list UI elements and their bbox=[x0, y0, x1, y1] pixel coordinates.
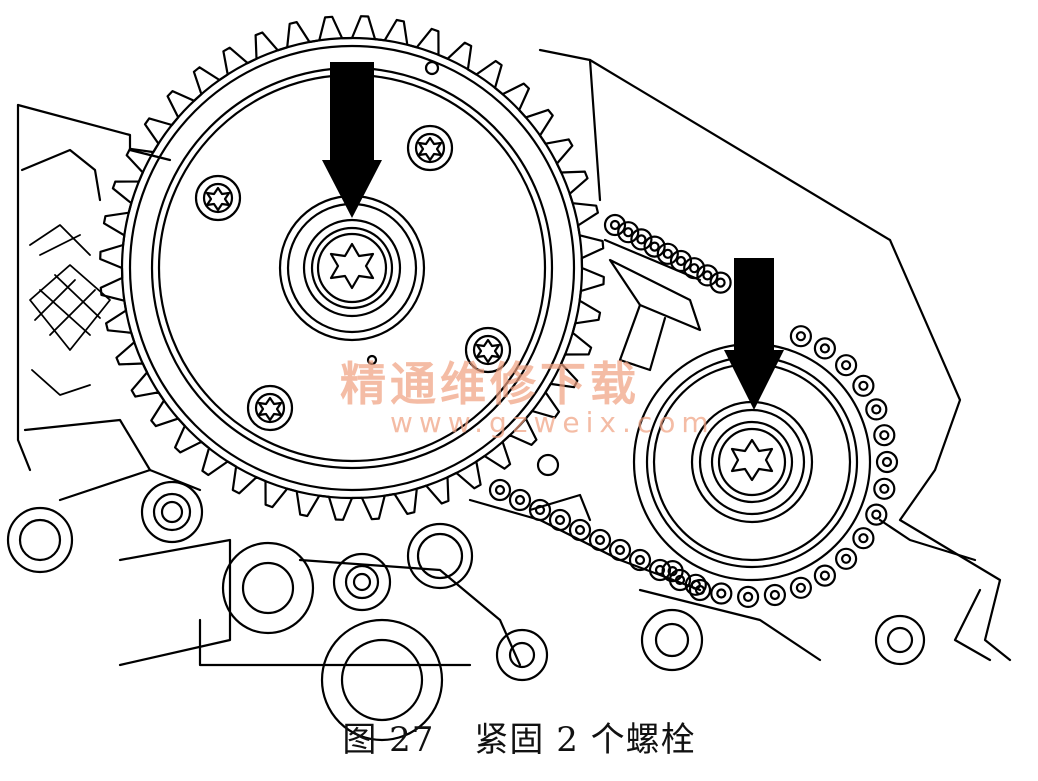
bolt bbox=[194, 174, 242, 222]
chain-pin bbox=[675, 255, 687, 267]
arrow-camshaft-bolt bbox=[322, 62, 382, 218]
chain-link bbox=[875, 450, 899, 474]
chain-pin bbox=[879, 430, 890, 441]
bolt bbox=[246, 384, 294, 432]
chain-link bbox=[865, 398, 888, 421]
lower-components bbox=[6, 453, 926, 742]
chain-link bbox=[668, 568, 692, 592]
chain-pin bbox=[554, 514, 566, 526]
figure-number: 图 27 bbox=[342, 720, 435, 760]
chain-link bbox=[710, 582, 733, 605]
chain-link bbox=[568, 518, 592, 542]
chain-link bbox=[643, 235, 666, 258]
chain-link bbox=[630, 228, 653, 251]
chain-link bbox=[852, 527, 875, 550]
chain-pin bbox=[609, 219, 621, 231]
chain-link bbox=[834, 354, 858, 377]
chain-pin bbox=[840, 553, 852, 564]
chain-link bbox=[488, 478, 512, 502]
chain-link bbox=[684, 573, 707, 596]
chain-pin bbox=[694, 584, 706, 596]
chain-link bbox=[852, 374, 875, 397]
bolt bbox=[464, 326, 512, 374]
chain-link bbox=[608, 538, 632, 562]
chain-pin bbox=[795, 331, 807, 342]
chain-pin bbox=[662, 248, 673, 259]
chain-pin bbox=[769, 589, 781, 601]
chain-link bbox=[763, 583, 787, 607]
chain-pin bbox=[858, 380, 869, 391]
chain-pin bbox=[871, 404, 882, 415]
chain-link bbox=[548, 508, 572, 532]
caption-text: 紧固 2 个螺栓 bbox=[474, 720, 696, 760]
chain-pin bbox=[858, 533, 869, 544]
chain-link bbox=[617, 221, 640, 244]
chain-pin bbox=[514, 494, 526, 506]
arrow-secondary-bolt bbox=[724, 258, 784, 410]
chain-pin bbox=[614, 544, 626, 556]
chain-pin bbox=[636, 234, 647, 245]
chain-pin bbox=[594, 534, 606, 546]
chain-pin bbox=[715, 277, 726, 288]
chain-link bbox=[508, 488, 532, 512]
chain-link bbox=[696, 264, 719, 287]
chain-link bbox=[873, 424, 896, 447]
chain-pin bbox=[674, 574, 686, 586]
chain-pin bbox=[654, 564, 666, 576]
chain-pin bbox=[494, 484, 506, 496]
chain-link bbox=[813, 564, 837, 587]
watermark-url: www.gzweix.com bbox=[390, 406, 715, 439]
chain-link bbox=[789, 325, 813, 348]
chain-pin bbox=[634, 554, 646, 566]
watermark-text: 精通维修下载 bbox=[340, 357, 640, 411]
watermark: 精通维修下载 www.gzweix.com bbox=[340, 357, 715, 439]
bolt bbox=[406, 124, 454, 172]
chain-pin bbox=[689, 263, 700, 274]
chain-pin bbox=[623, 227, 634, 238]
crosshatch-area bbox=[29, 224, 111, 396]
timing-chain bbox=[488, 213, 899, 609]
chain-link bbox=[813, 337, 837, 360]
chain-pin bbox=[819, 570, 831, 581]
chain-link bbox=[628, 548, 652, 572]
chain-link bbox=[648, 558, 672, 582]
chain-pin bbox=[819, 343, 831, 354]
chain-pin bbox=[795, 582, 807, 593]
chain-link bbox=[789, 576, 813, 599]
chain-pin bbox=[871, 509, 882, 520]
chain-link bbox=[603, 213, 627, 237]
chain-link bbox=[688, 578, 712, 602]
chain-pin bbox=[879, 483, 890, 494]
chain-link bbox=[656, 242, 679, 265]
chain-link bbox=[709, 271, 732, 294]
chain-pin bbox=[840, 360, 852, 371]
chain-tensioner bbox=[603, 238, 702, 372]
chain-pin bbox=[742, 591, 754, 603]
figure-caption: 图 27 紧固 2 个螺栓 bbox=[0, 712, 1038, 761]
chain-pin bbox=[702, 270, 713, 281]
chain-link bbox=[736, 585, 760, 609]
chain-pin bbox=[649, 241, 660, 252]
chain-pin bbox=[716, 588, 727, 599]
chain-link bbox=[834, 547, 858, 570]
chain-link bbox=[588, 528, 612, 552]
chain-pin bbox=[881, 456, 893, 468]
chain-link bbox=[865, 503, 888, 526]
chain-pin bbox=[574, 524, 586, 536]
chain-link bbox=[873, 477, 896, 500]
